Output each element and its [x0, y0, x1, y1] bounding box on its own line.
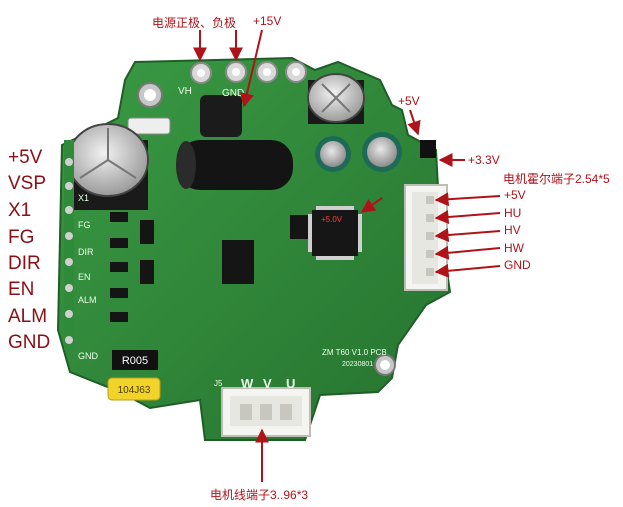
silk-side-dir: DIR: [78, 247, 94, 257]
hall-pin-hu: HU: [504, 206, 522, 220]
pin-label-gnd: GND: [8, 332, 51, 353]
horizontal-capacitor: [176, 140, 293, 190]
pin-label-fg: FG: [8, 227, 35, 248]
film-capacitor-marking: 104J63: [118, 385, 151, 396]
mcu-chip: [308, 206, 362, 260]
regulator-ic: [420, 140, 436, 158]
silk-board-name: ZM T60 V1.0 PCB: [322, 348, 387, 357]
shunt-resistor-marking: R005: [122, 355, 148, 367]
hall-pin-5v: +5V: [504, 188, 526, 202]
silk-phase-u: U: [286, 376, 295, 391]
silk-side-en: EN: [78, 272, 91, 282]
big-capacitor-top: [307, 73, 365, 124]
hall-pin-hv: HV: [504, 223, 521, 237]
driver-ic: [222, 240, 254, 284]
annotation-arrows: [193, 29, 501, 482]
hall-pin-hw: HW: [504, 241, 524, 255]
silk-vh: VH: [178, 86, 192, 97]
pin-label-x1: X1: [8, 200, 32, 221]
silk-side-gnd: GND: [78, 351, 99, 361]
hall-connector: [404, 184, 448, 291]
silk-phase-w: W: [241, 376, 254, 391]
silk-gnd: GND: [222, 88, 244, 99]
fuse: [127, 117, 171, 135]
silk-side-x1: X1: [78, 193, 89, 203]
big-capacitor-left: [67, 123, 149, 210]
pin-label-vsp: VSP: [8, 173, 47, 194]
driver-ic-small: [290, 215, 308, 239]
silk-side-fg: FG: [78, 220, 91, 230]
film-capacitor: [107, 377, 161, 401]
pin-label-dir: DIR: [8, 253, 41, 274]
shunt-resistor: [112, 350, 158, 370]
hall-pin-gnd: GND: [504, 258, 531, 272]
annotation-hall-connector: 电机霍尔端子2.54*5: [503, 172, 610, 186]
inductor: [200, 95, 242, 137]
mosfet-column: [110, 212, 154, 322]
silk-board-date: 20230801: [342, 361, 373, 368]
mcu-voltage-mark: +5.0V: [321, 215, 343, 224]
control-header-pads: [64, 140, 74, 350]
small-capacitors: [315, 132, 402, 172]
annotation-power-header: 电源正极、负极: [152, 16, 237, 30]
annotation-plus15v: +15V: [253, 14, 282, 28]
pin-label-en: EN: [8, 279, 35, 300]
motor-connector: [221, 387, 311, 437]
silk-phase-v: V: [263, 376, 272, 391]
silk-side-alm: ALM: [78, 295, 97, 305]
annotation-plus3v3: +3.3V: [468, 153, 500, 167]
pin-label-5v: +5V: [8, 147, 43, 168]
annotation-plus5v-top: +5V: [398, 94, 420, 108]
silk-j5: J5: [214, 379, 223, 388]
power-pads: [190, 61, 307, 84]
annotation-motor-connector: 电机线端子3..96*3: [210, 488, 309, 502]
pin-label-alm: ALM: [8, 306, 48, 327]
